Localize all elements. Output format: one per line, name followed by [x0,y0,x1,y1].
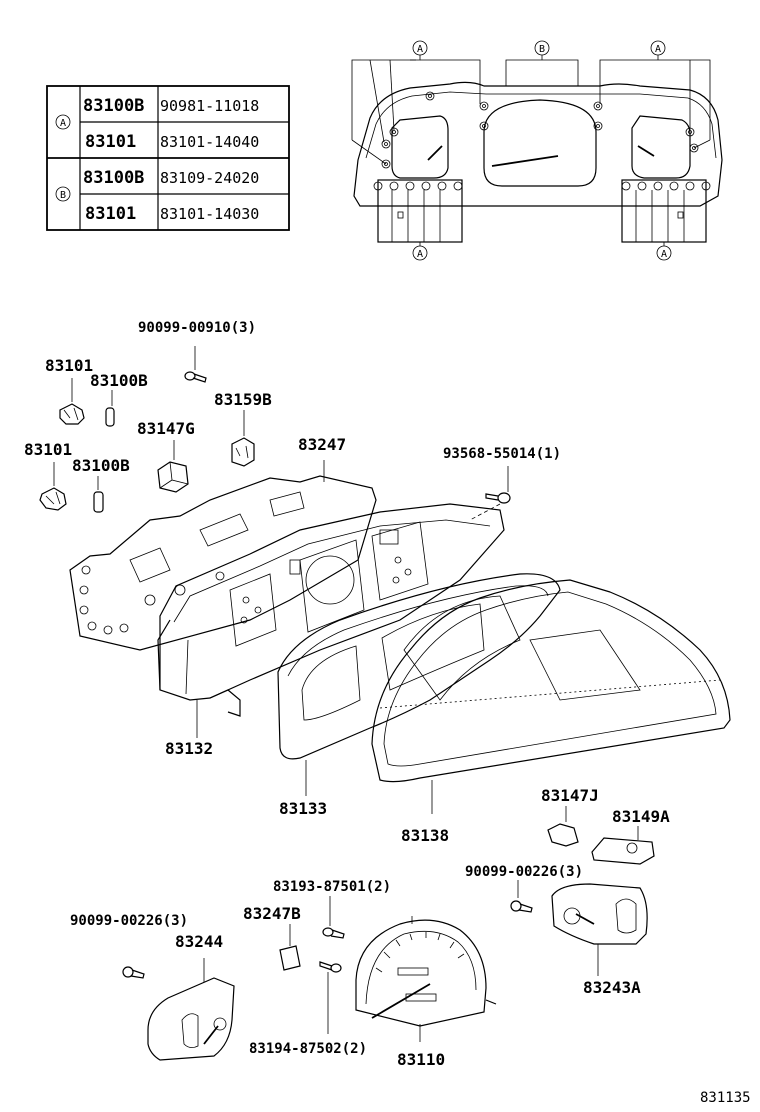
table-number: 90981-11018 [160,97,259,115]
table-marker-b: B [60,190,66,201]
label-glass: 83138 [401,826,449,845]
label-socket: 83101 [45,356,93,375]
screw-top [184,346,207,383]
label-screw-top: 90099-00910(3) [138,320,256,336]
table-number: 83101-14040 [160,133,259,151]
label-case: 83132 [165,739,213,758]
screw [322,896,345,939]
module [591,826,655,865]
bulb [93,476,104,513]
connector [231,410,255,467]
meter-case [157,503,505,738]
meter-plate [277,573,561,796]
connector [157,440,189,493]
label-screw-right: 93568-55014(1) [443,446,561,462]
marker-a: A [417,249,423,260]
marker-a: A [661,249,667,260]
bulb-socket [39,462,67,511]
label-bulb: 83100B [90,371,148,390]
meter-glass [371,579,731,814]
meter-right [510,880,648,976]
label-screw: 90099-00226(3) [465,864,583,880]
label-connector-g: 83147G [137,419,195,438]
label-screw: 90099-00226(3) [70,913,188,929]
label-speedometer: 83110 [397,1050,445,1069]
part-table: A B 83100B 90981-11018 83101 83101-14040… [46,85,290,231]
cluster-rear-view: A B A A A [351,40,723,261]
speedometer-unit [355,916,497,1042]
bulb [105,390,115,427]
circuit-plate [69,460,377,651]
label-meter-right: 83243A [583,978,641,997]
label-bulb: 83100B [72,456,130,475]
table-marker-a: A [60,118,66,129]
label-module: 83149A [612,807,670,826]
marker-a: A [655,44,661,55]
screw-right [469,466,511,521]
label-meter-left: 83244 [175,932,223,951]
meter-left [122,958,235,1061]
label-small-plate: 83247B [243,904,301,923]
table-part: 83101 [85,132,136,152]
small-plate [279,924,301,971]
table-part: 83100B [83,168,144,188]
label-socket: 83101 [24,440,72,459]
clip [547,806,579,847]
table-part: 83100B [83,96,144,116]
table-number: 83101-14030 [160,205,259,223]
table-part: 83101 [85,204,136,224]
label-clip: 83147J [541,786,599,805]
label-circuit-plate: 83247 [298,435,346,454]
marker-b: B [539,44,545,55]
table-number: 83109-24020 [160,169,259,187]
label-connector-b: 83159B [214,390,272,409]
bulb-socket [59,378,85,425]
marker-a: A [417,44,423,55]
label-screw: 83193-87501(2) [273,879,391,895]
diagram-id: 831135 [700,1090,751,1106]
label-screw: 83194-87502(2) [249,1041,367,1057]
label-plate: 83133 [279,799,327,818]
screw [319,961,342,1034]
